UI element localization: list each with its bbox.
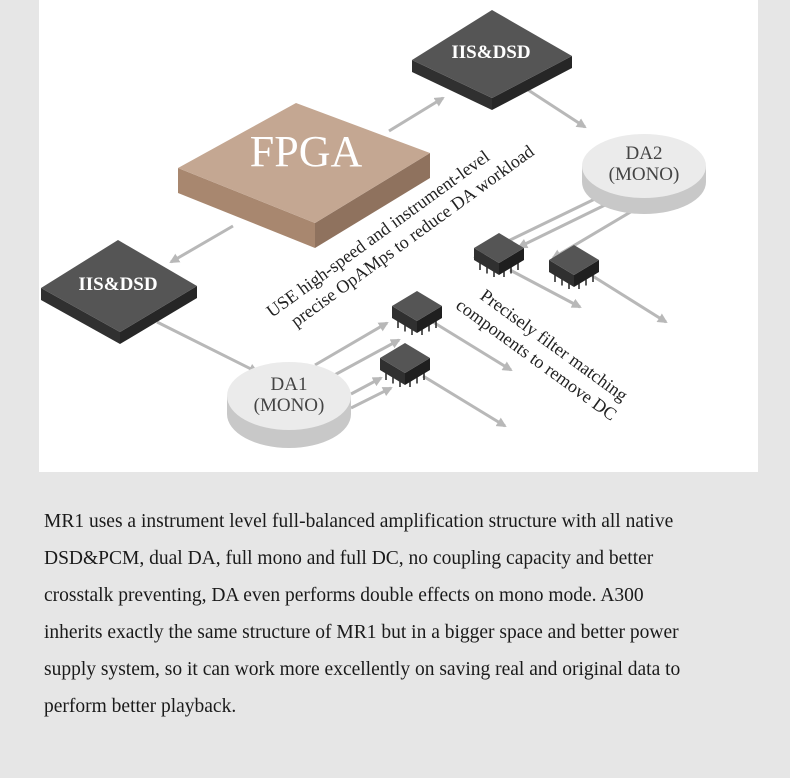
arrow-da1-to-opamp-3a (314, 321, 389, 367)
fpga-right-face (315, 153, 430, 248)
opamp-right-face (405, 358, 430, 385)
description-line: MR1 uses a instrument level full-balance… (44, 511, 674, 532)
arrow-opamp-4-out (422, 374, 507, 428)
da2-label-line2: (MONO) (609, 164, 680, 185)
opamp-top-face (474, 233, 524, 263)
fpga-top-face (178, 103, 430, 223)
opamp-left-face (380, 358, 405, 385)
description-line: perform better playback. (44, 696, 237, 717)
da2-disk: DA2 (MONO) (582, 134, 706, 214)
arrow-opamp-3-out (432, 320, 513, 372)
opamp-top-face (549, 245, 599, 275)
description-line: DSD&PCM, dual DA, full mono and full DC,… (44, 548, 654, 569)
description-line: crosstalk preventing, DA even performs d… (44, 585, 644, 606)
diagram-canvas: FPGA IIS&DSD IIS&DSD DA2 (41, 10, 706, 448)
opamp-right-face (574, 260, 599, 287)
description-line: supply system, so it can work more excel… (44, 659, 681, 680)
arrow-fpga-to-iis-left (169, 224, 234, 264)
arrow-opamp-2-out (590, 273, 668, 324)
arrow-da1-to-opamp-4a (350, 376, 383, 396)
arrow-da2-to-opamp-1b (517, 203, 606, 249)
da1-label-line2: (MONO) (254, 395, 325, 416)
opamp-chip (549, 245, 599, 289)
opamp-left-face (474, 248, 499, 275)
opamp-left-face (392, 306, 417, 333)
flow-arrows (156, 84, 668, 428)
arrow-da1-to-opamp-4b (350, 386, 393, 410)
opamp-chips (380, 233, 599, 387)
signal-flow-diagram: FPGA IIS&DSD IIS&DSD DA2 (39, 0, 758, 472)
opamp-chip (380, 343, 430, 387)
filter-note-line2: components to remove DC (452, 295, 620, 425)
arrow-da1-to-opamp-3b (328, 338, 401, 380)
iis-dsd-top-label: IIS&DSD (451, 42, 530, 63)
arrow-fpga-to-iis-top (388, 96, 445, 133)
arrow-iis-left-to-da1 (156, 320, 259, 374)
opamp-top-face (392, 291, 442, 321)
description-paragraph: MR1 uses a instrument level full-balance… (44, 503, 764, 725)
opamp-right-face (417, 306, 442, 333)
da1-label-line1: DA1 (271, 374, 308, 395)
opamp-left-face (549, 260, 574, 287)
opamp-right-face (499, 248, 524, 275)
iis-dsd-left-chip: IIS&DSD (41, 240, 197, 344)
arrow-iis-top-to-da2 (521, 84, 587, 129)
arrow-opamp-1-out (509, 268, 582, 309)
da1-disk: DA1 (MONO) (227, 362, 351, 448)
description-line: inherits exactly the same structure of M… (44, 622, 679, 643)
da2-label-line1: DA2 (626, 143, 663, 164)
opamp-chip (474, 233, 524, 277)
fpga-label: FPGA (250, 127, 363, 176)
opamp-chip (392, 291, 442, 335)
iis-dsd-top-chip: IIS&DSD (412, 10, 572, 110)
fpga-block: FPGA (178, 103, 430, 248)
opamp-top-face (380, 343, 430, 373)
iis-dsd-left-label: IIS&DSD (78, 274, 157, 295)
fpga-left-face (178, 168, 315, 248)
